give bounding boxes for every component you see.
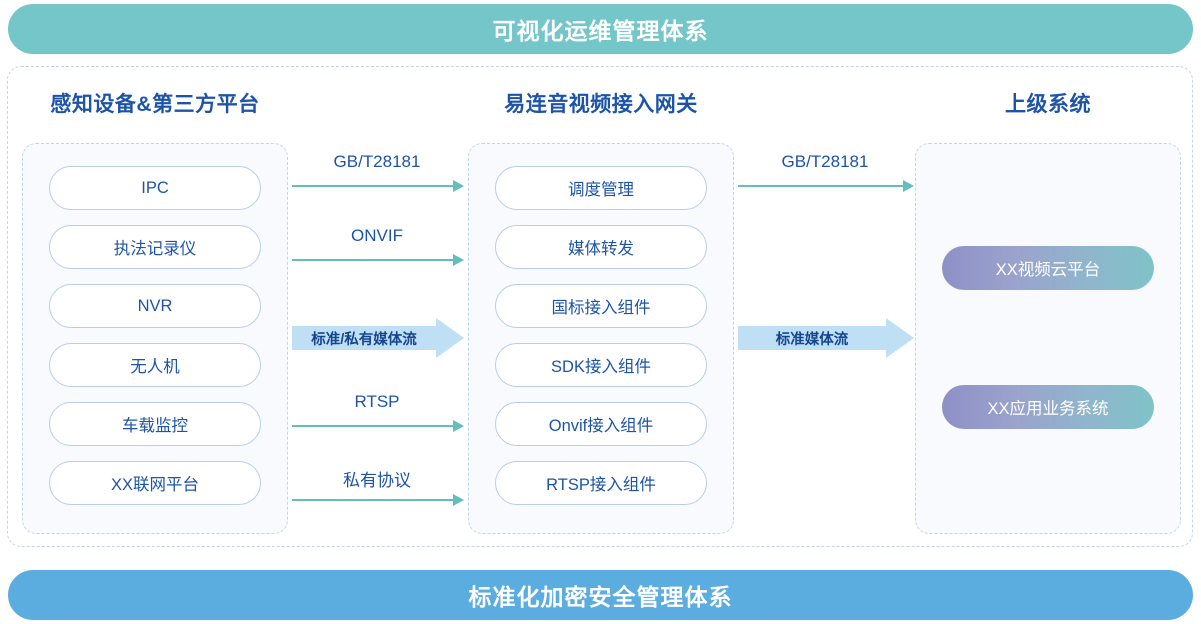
left-item-list: IPC 执法记录仪 NVR 无人机 车载监控 XX联网平台 [23,166,287,505]
list-item[interactable]: XX联网平台 [49,461,261,505]
list-item[interactable]: XX应用业务系统 [942,385,1154,429]
list-item[interactable]: RTSP接入组件 [495,461,707,505]
arrow-rtsp [292,420,464,432]
panel-access-gateway: 调度管理 媒体转发 国标接入组件 SDK接入组件 Onvif接入组件 RTSP接… [468,143,734,534]
connector-label-private-protocol: 私有协议 [343,471,411,490]
arrow-standard-media-stream: 标准媒体流 [738,318,914,358]
arrow-onvif [292,254,464,266]
arrow-gbt28181-left [292,180,464,192]
outer-dashed-frame [7,66,1193,547]
top-banner: 可视化运维管理体系 [8,4,1193,54]
list-item[interactable]: 国标接入组件 [495,284,707,328]
column-title-middle: 易连音视频接入网关 [504,93,698,116]
connector-label-mixed-media-stream: 标准/私有媒体流 [311,331,417,348]
connector-label-gbt28181-right: GB/T28181 [781,152,869,171]
bottom-banner-label: 标准化加密安全管理体系 [468,584,733,610]
list-item[interactable]: Onvif接入组件 [495,402,707,446]
bottom-banner: 标准化加密安全管理体系 [8,570,1193,620]
connector-label-gbt28181-left: GB/T28181 [333,152,421,171]
list-item[interactable]: 无人机 [49,343,261,387]
list-item[interactable]: IPC [49,166,261,210]
panel-sensing-devices: IPC 执法记录仪 NVR 无人机 车载监控 XX联网平台 [22,143,288,534]
arrow-gbt28181-right [738,180,914,192]
connector-label-onvif: ONVIF [351,226,403,245]
list-item[interactable]: SDK接入组件 [495,343,707,387]
column-title-left: 感知设备&第三方平台 [50,93,260,116]
panel-upper-system [915,143,1181,534]
arrow-private-protocol [292,494,464,506]
list-item[interactable]: 执法记录仪 [49,225,261,269]
list-item[interactable]: XX视频云平台 [942,246,1154,290]
connector-label-rtsp: RTSP [354,392,400,411]
top-banner-label: 可视化运维管理体系 [492,18,709,44]
column-title-right: 上级系统 [1005,93,1091,116]
list-item[interactable]: 车载监控 [49,402,261,446]
middle-item-list: 调度管理 媒体转发 国标接入组件 SDK接入组件 Onvif接入组件 RTSP接… [469,166,733,505]
arrow-mixed-media-stream: 标准/私有媒体流 [292,318,464,358]
list-item[interactable]: 媒体转发 [495,225,707,269]
list-item[interactable]: NVR [49,284,261,328]
connector-label-standard-media-stream: 标准媒体流 [775,331,849,348]
list-item[interactable]: 调度管理 [495,166,707,210]
